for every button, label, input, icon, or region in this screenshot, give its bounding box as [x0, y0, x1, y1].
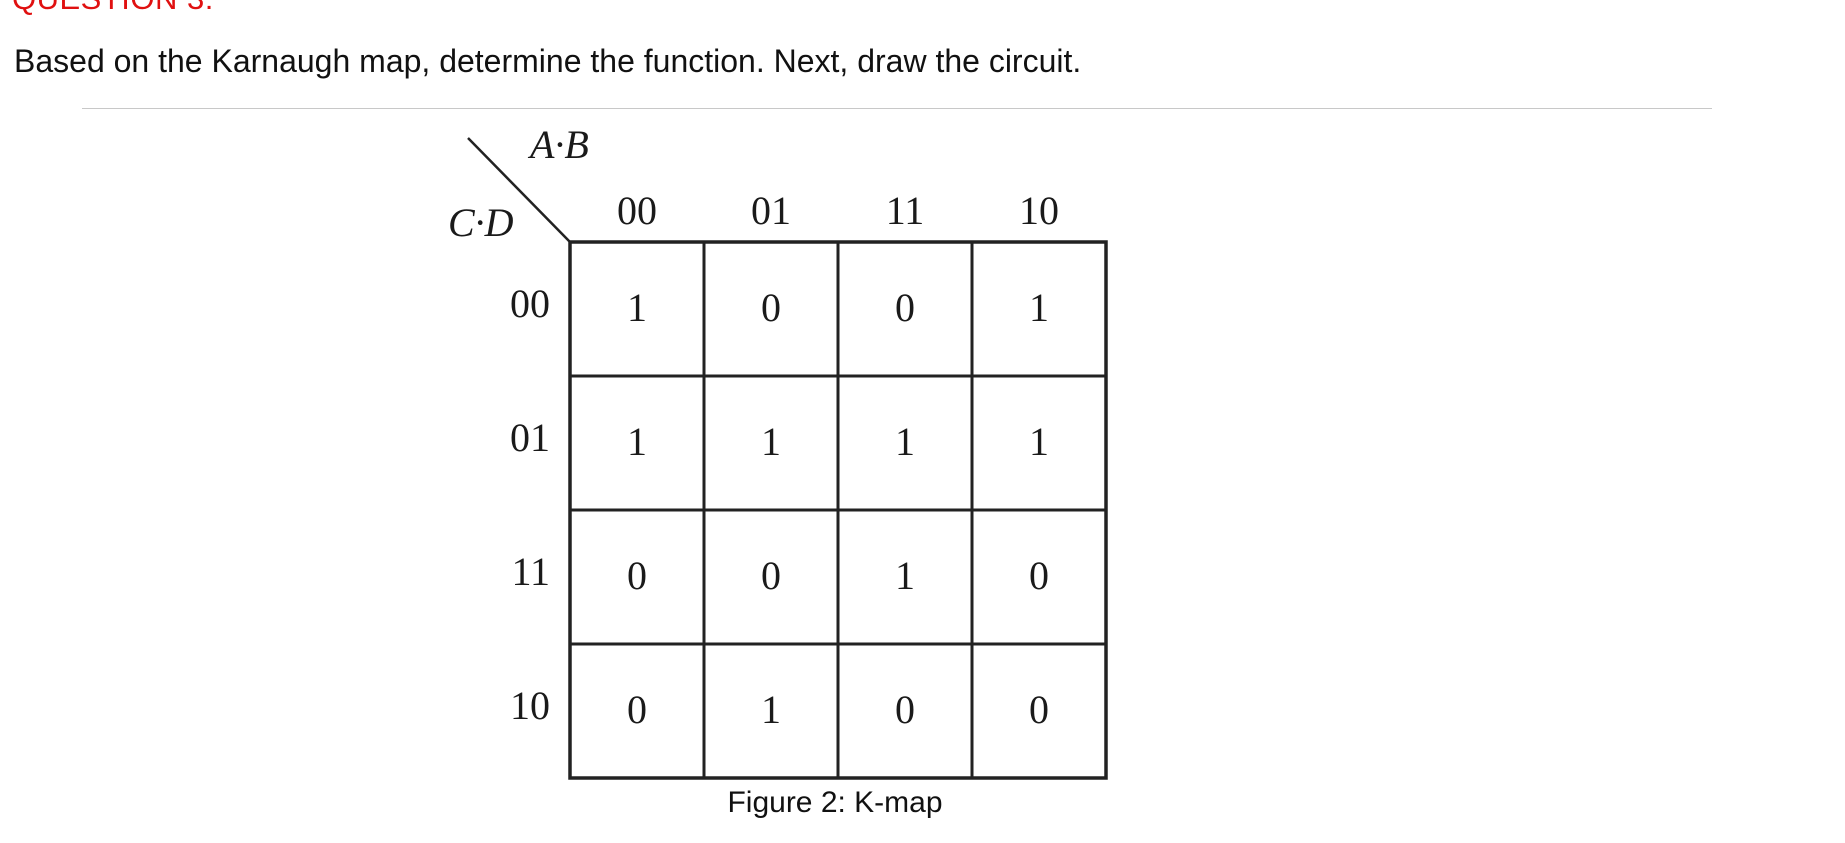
column-code: 11 — [886, 188, 925, 233]
kmap-cell-value: 0 — [895, 687, 915, 732]
row-code: 11 — [511, 549, 550, 594]
column-code: 01 — [751, 188, 791, 233]
column-variables-label: A·B — [527, 122, 589, 167]
kmap-cell-value: 0 — [627, 553, 647, 598]
row-code: 10 — [510, 683, 550, 728]
kmap-cell-value: 1 — [1029, 419, 1049, 464]
column-code: 00 — [617, 188, 657, 233]
kmap-cell-value: 1 — [761, 419, 781, 464]
corner-diagonal-line — [467, 137, 571, 243]
kmap-cell-value: 0 — [895, 285, 915, 330]
kmap-cell-value: 1 — [1029, 285, 1049, 330]
kmap-cell-value: 1 — [761, 687, 781, 732]
row-code: 00 — [510, 281, 550, 326]
horizontal-divider — [82, 108, 1712, 109]
kmap-cell-value: 1 — [895, 553, 915, 598]
kmap-cell-value: 1 — [895, 419, 915, 464]
kmap-cell-value: 0 — [761, 553, 781, 598]
column-code: 10 — [1019, 188, 1059, 233]
kmap-cell-value: 0 — [761, 285, 781, 330]
kmap-cell-value: 0 — [627, 687, 647, 732]
kmap-cell-value: 1 — [627, 285, 647, 330]
kmap-outer-border — [568, 240, 1108, 780]
kmap-cell-value: 1 — [627, 419, 647, 464]
kmap-cell-value: 0 — [1029, 553, 1049, 598]
kmap-cell-value: 0 — [1029, 687, 1049, 732]
row-variables-label: C·D — [448, 200, 514, 245]
question-heading: QUESTION 3: — [12, 0, 214, 16]
question-text: Based on the Karnaugh map, determine the… — [14, 43, 1082, 79]
row-code: 01 — [510, 415, 550, 460]
figure-caption: Figure 2: K-map — [727, 786, 943, 819]
